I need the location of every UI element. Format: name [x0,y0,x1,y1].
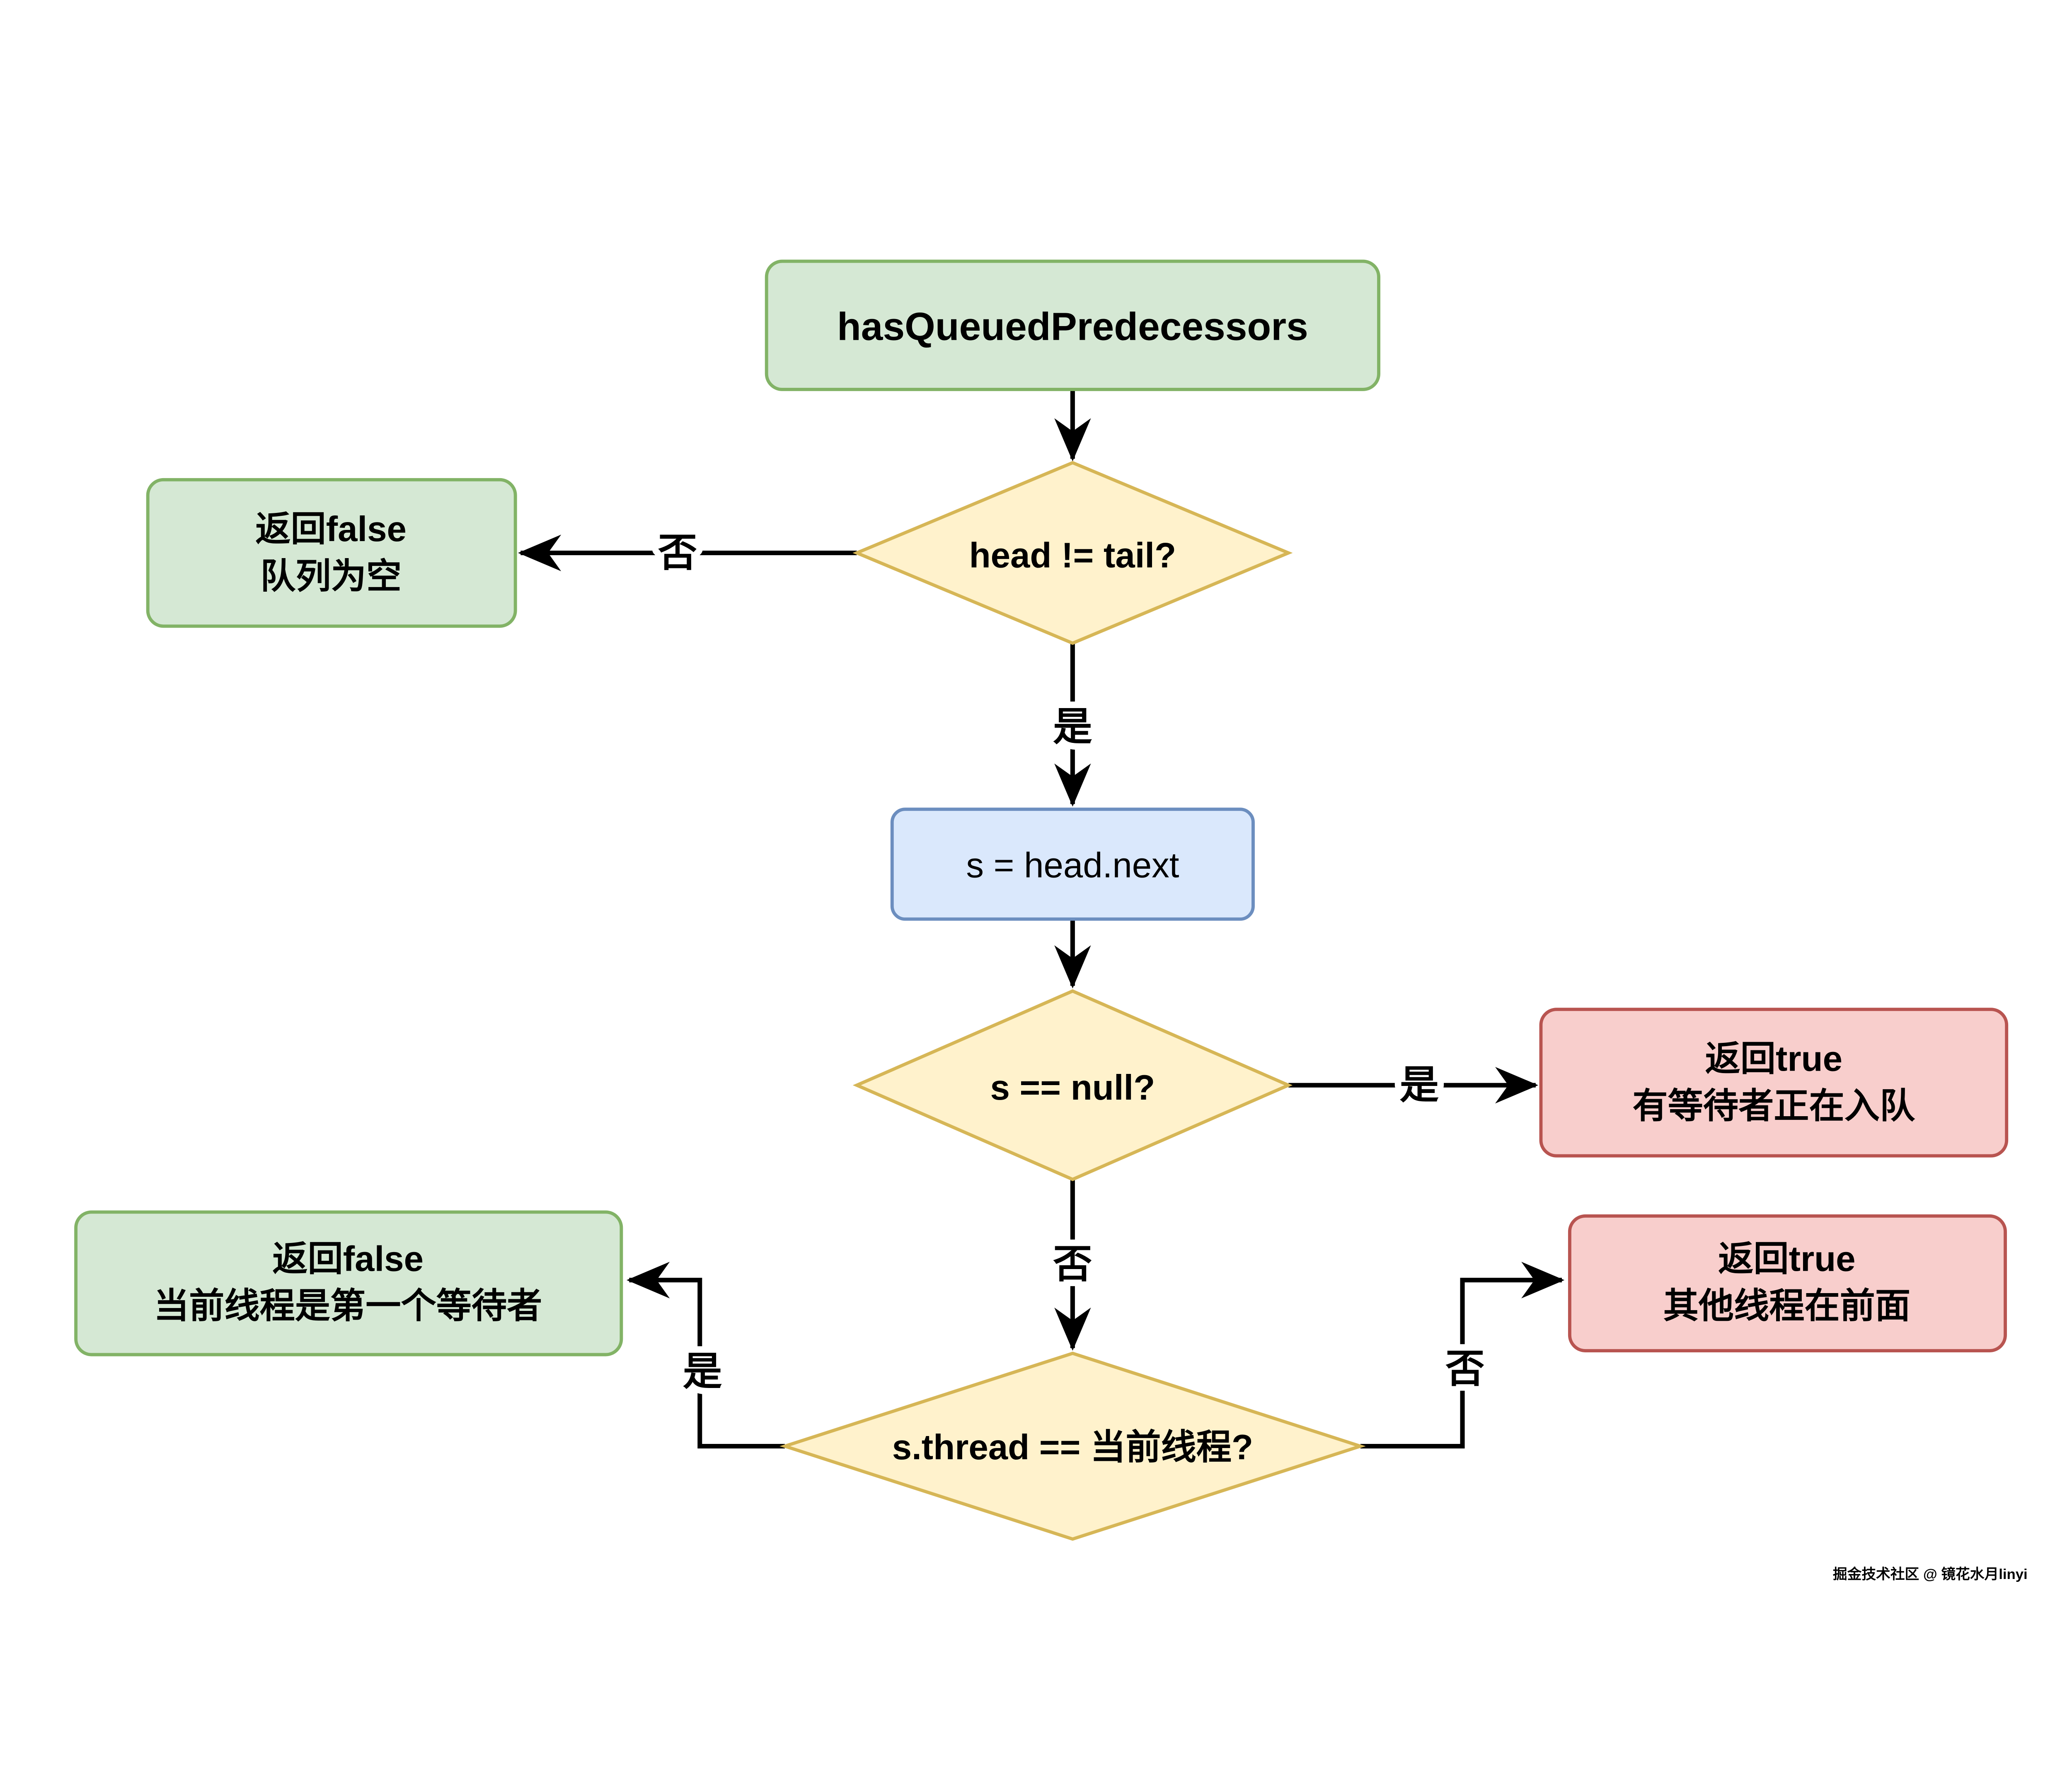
decision-s-null-shape [852,989,1293,1181]
result-other-ahead-line2: 其他线程在前面 [1663,1286,1911,1326]
node-result-queue-empty: 返回false 队列为空 [146,478,517,628]
process-s-head-next-label: s = head.next [966,846,1179,885]
result-other-ahead-shape [1568,1214,2007,1352]
edge-sthread-yes-to-current-first [626,1262,785,1448]
node-decision-s-thread: s.thread == 当前线程? [779,1352,1366,1541]
edge-labels: 否 是 是 否 是 否 [651,525,1491,1400]
node-process-s-head-next: s = head.next [890,808,1255,921]
result-waiter-enqueuing-shape [1539,1008,2009,1158]
watermark: 掘金技术社区 @ 镜花水月linyi [1833,1566,2028,1582]
result-current-first-line2: 当前线程是第一个等待者 [154,1286,542,1326]
edge-label-yes-headtail: 是 [1053,705,1092,749]
result-queue-empty-line2: 队列为空 [260,557,402,596]
node-decision-s-null: s == null? [852,989,1293,1181]
edges [518,389,1565,1448]
edge-label-no-headtail: 否 [658,531,697,575]
edge-label-yes-sthread: 是 [683,1350,722,1394]
edge-label-yes-snull: 是 [1400,1063,1439,1107]
start-node-label: hasQueuedPredecessors [837,305,1308,348]
result-queue-empty-shape [146,478,517,628]
result-waiter-enqueuing-line2: 有等待者正在入队 [1632,1086,1915,1126]
decision-s-thread-label: s.thread == 当前线程? [892,1428,1253,1467]
result-waiter-enqueuing-line1: 返回true [1705,1040,1842,1079]
process-s-head-next-shape [890,808,1255,921]
node-decision-head-tail: head != tail? [852,461,1293,645]
node-result-other-ahead: 返回true 其他线程在前面 [1568,1214,2007,1352]
start-node-shape [765,259,1380,391]
decision-head-tail-label: head != tail? [969,536,1176,575]
result-queue-empty-line1: 返回false [255,510,407,549]
edge-sthread-no-to-other-ahead [1360,1262,1565,1448]
result-other-ahead-line1: 返回true [1718,1240,1855,1279]
result-current-first-shape [74,1210,623,1356]
result-current-first-line1: 返回false [272,1240,424,1279]
decision-head-tail-shape [852,461,1293,645]
edge-label-no-snull: 否 [1053,1243,1092,1286]
decision-s-null-label: s == null? [990,1068,1155,1107]
edge-label-no-sthread: 否 [1445,1347,1485,1391]
node-result-waiter-enqueuing: 返回true 有等待者正在入队 [1539,1008,2009,1158]
decision-s-thread-shape [779,1352,1366,1541]
node-start: hasQueuedPredecessors [765,259,1380,391]
node-result-current-first: 返回false 当前线程是第一个等待者 [74,1210,623,1356]
